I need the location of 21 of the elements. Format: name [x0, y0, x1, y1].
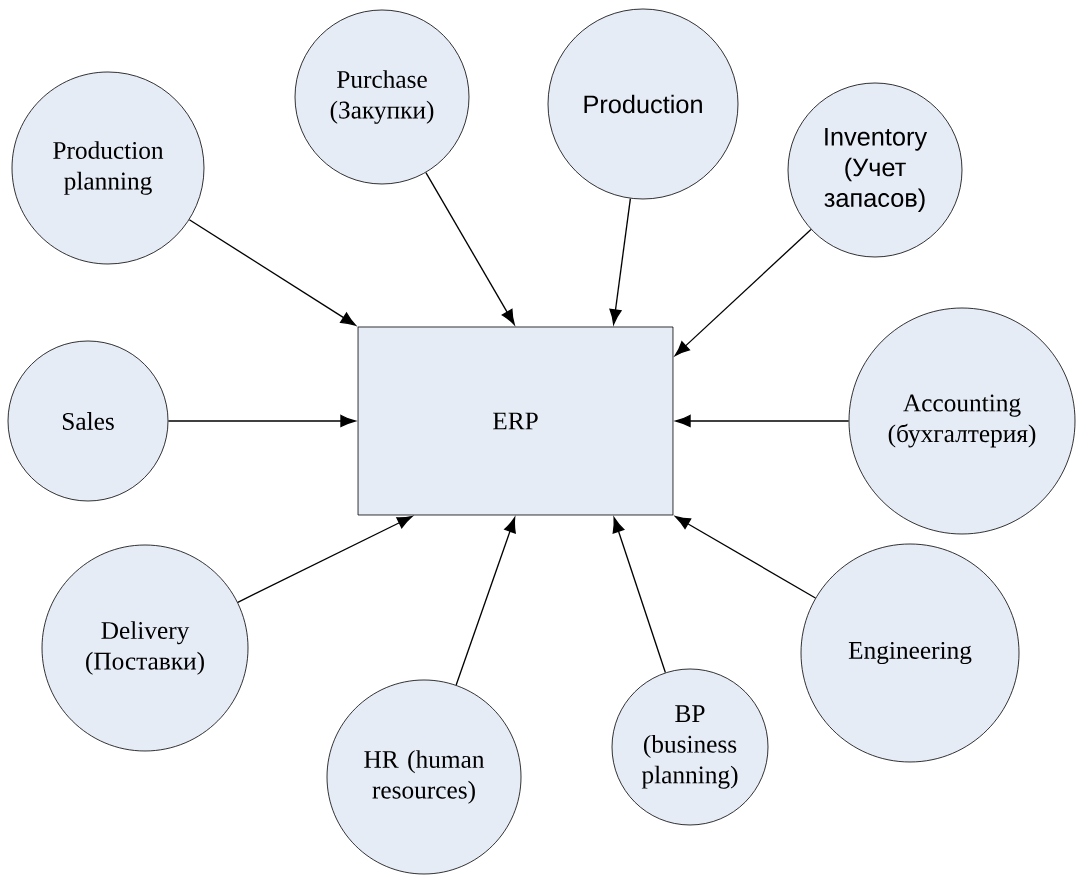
- arrow: [425, 171, 515, 325]
- circle-node: Engineering: [800, 543, 1020, 763]
- circle-node: Production planning: [11, 71, 205, 265]
- arrow: [675, 414, 850, 428]
- arrow: [674, 228, 812, 357]
- circle-node: HR (human resources): [326, 679, 522, 875]
- circle-node: BP (business planning): [611, 668, 769, 826]
- circle-node: Sales: [7, 340, 169, 502]
- circle-node: Accounting (бухгалтерия): [848, 307, 1076, 535]
- arrow: [612, 517, 667, 674]
- process-box: ERP: [357, 326, 674, 516]
- arrow: [455, 517, 516, 686]
- arrow: [188, 219, 357, 326]
- arrow: [237, 515, 413, 603]
- circle-node: Inventory (Учет запасов): [787, 82, 963, 258]
- arrow: [675, 516, 817, 599]
- arrow: [167, 414, 356, 428]
- circle-node: Delivery (Поставки): [41, 544, 249, 752]
- arrow: [609, 197, 632, 325]
- circle-node: Production: [547, 8, 739, 200]
- circle-node: Purchase (Закупки): [294, 9, 470, 185]
